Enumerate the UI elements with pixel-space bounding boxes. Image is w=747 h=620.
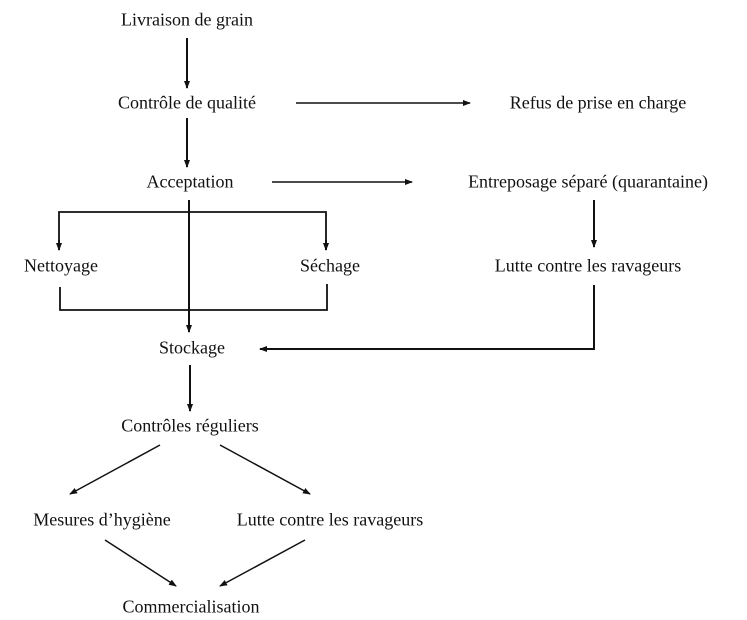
arrow-controles-to-hygiene — [69, 444, 161, 495]
node-nettoyage: Nettoyage — [24, 255, 98, 276]
bracket-merge-bottom — [59, 284, 328, 311]
bracket-split-top — [58, 211, 327, 250]
node-lutte-quarantaine: Lutte contre les ravageurs — [494, 255, 682, 276]
node-controle-qualite: Contrôle de qualité — [118, 92, 256, 113]
arrow-hygiene-to-commercialisation — [104, 539, 177, 587]
node-lutte-stockage: Lutte contre les ravageurs — [236, 509, 424, 530]
arrow-lutte-to-commercialisation — [219, 539, 306, 587]
arrow-lutte-to-stockage — [259, 285, 595, 352]
node-sechage: Séchage — [300, 255, 360, 276]
node-stockage: Stockage — [159, 337, 225, 358]
node-entreposage: Entreposage séparé (quarantaine) — [468, 171, 708, 192]
node-livraison: Livraison de grain — [121, 9, 253, 30]
node-commercialisation: Commercialisation — [122, 596, 260, 617]
node-controles-reguliers: Contrôles réguliers — [121, 415, 259, 436]
arrow-controles-to-lutte — [219, 444, 311, 495]
node-refus: Refus de prise en charge — [509, 92, 687, 113]
node-acceptation: Acceptation — [146, 171, 234, 192]
node-mesures-hygiene: Mesures d’hygiène — [33, 509, 171, 530]
